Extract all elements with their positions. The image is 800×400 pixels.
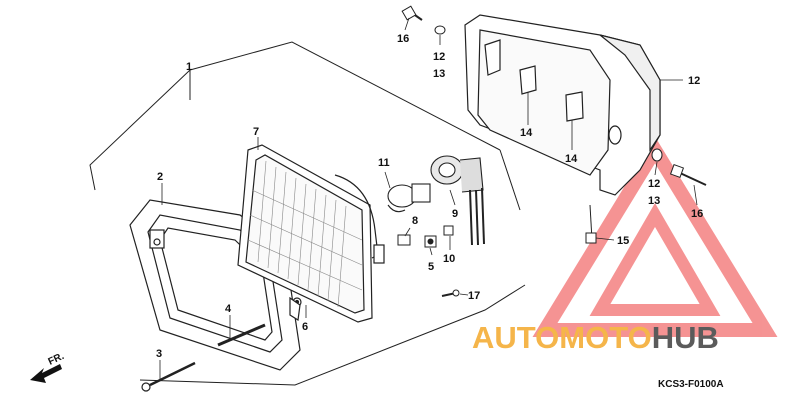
callout-13: 13 xyxy=(433,68,445,80)
callout-5: 5 xyxy=(428,261,434,273)
callout-12: 12 xyxy=(688,75,700,87)
leader-lines xyxy=(159,17,698,380)
callout-16-right: 16 xyxy=(691,208,703,220)
headlight-case xyxy=(464,14,661,196)
callout-9: 9 xyxy=(452,208,458,220)
callout-13-right: 13 xyxy=(648,195,660,207)
watermark-text-hub: HUB xyxy=(652,320,719,355)
callout-16: 16 xyxy=(397,33,409,45)
callout-6: 6 xyxy=(302,321,308,333)
small-parts xyxy=(397,5,707,297)
assembly-boundary xyxy=(89,41,526,386)
callout-2: 2 xyxy=(157,171,163,183)
watermark-logo xyxy=(532,136,778,337)
callout-14: 14 xyxy=(520,127,533,139)
callout-10: 10 xyxy=(443,253,455,265)
callout-14-right: 14 xyxy=(565,153,578,165)
callout-17: 17 xyxy=(468,290,480,302)
part-code: KCS3-F0100A xyxy=(658,379,724,390)
callout-15: 15 xyxy=(617,235,629,247)
watermark-triangle-inner xyxy=(589,203,721,316)
screws xyxy=(141,323,266,392)
watermark-text: AUTOMOTOHUB xyxy=(472,320,719,355)
front-direction-indicator: FR. xyxy=(30,351,66,383)
callout-12-right: 12 xyxy=(648,178,660,190)
bulb xyxy=(387,183,431,213)
watermark-text-automoto: AUTOMOTO xyxy=(472,320,652,355)
headlight-unit xyxy=(237,144,385,323)
callout-3: 3 xyxy=(156,348,162,360)
callout-8: 8 xyxy=(412,215,418,227)
callout-1: 1 xyxy=(186,61,192,73)
callout-labels: 1 2 3 4 5 6 7 8 9 10 11 12 13 14 15 16 1… xyxy=(156,33,703,360)
callout-4: 4 xyxy=(225,303,232,315)
callout-7: 7 xyxy=(253,126,259,138)
callout-11: 11 xyxy=(378,157,390,169)
socket xyxy=(430,155,485,246)
watermark-triangle-outer xyxy=(532,136,778,337)
callout-12-top: 12 xyxy=(433,51,445,63)
front-arrow-icon xyxy=(30,364,62,383)
front-label: FR. xyxy=(47,351,66,368)
